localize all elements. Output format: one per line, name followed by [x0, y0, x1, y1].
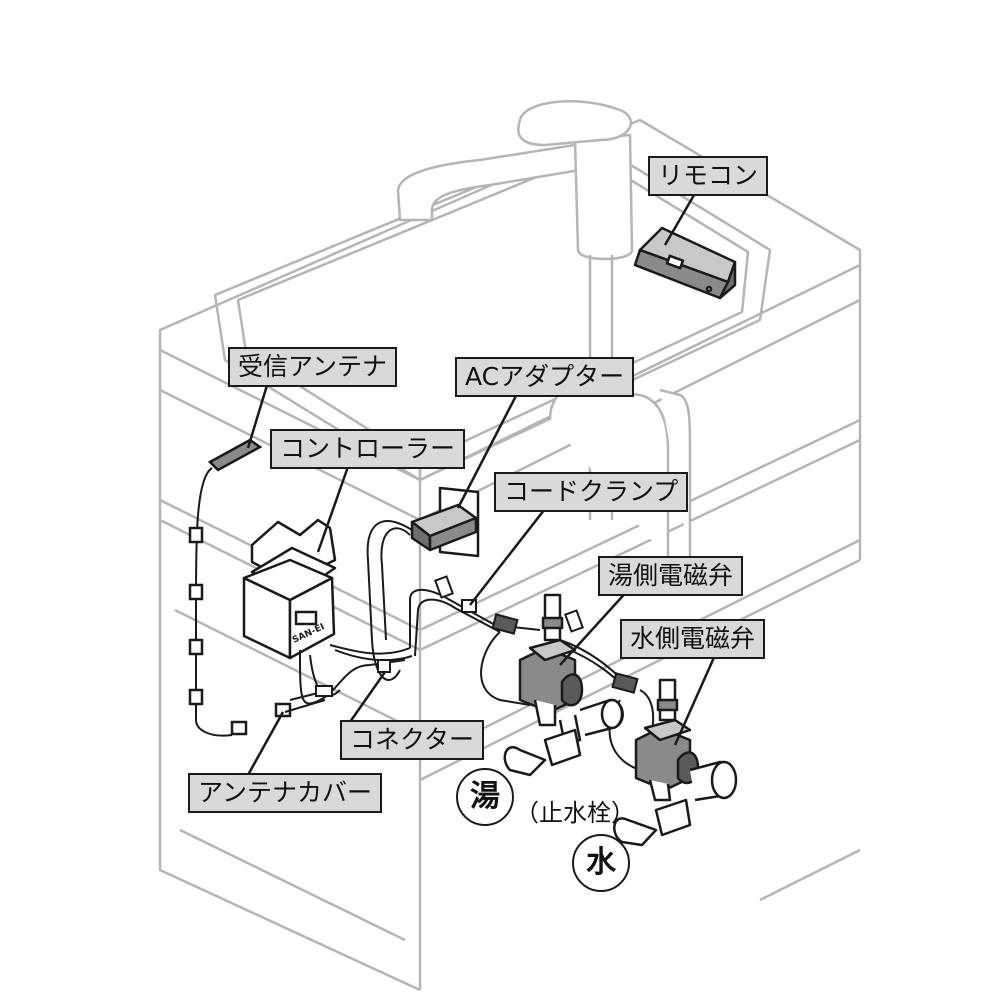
hot-water-mark: 湯	[456, 768, 514, 826]
cord-clamps	[315, 575, 584, 697]
stop-valves	[503, 698, 738, 847]
label-ac-adapter: ACアダプター	[455, 357, 635, 397]
remote-control-device	[633, 226, 737, 300]
label-antenna-cover: アンテナカバー	[188, 773, 383, 813]
label-remote: リモコン	[648, 156, 769, 196]
controller-device: SAN-EI	[242, 518, 337, 660]
label-cold-side-valve: 水側電磁弁	[620, 619, 766, 659]
label-connector: コネクター	[340, 720, 485, 760]
ac-adapter-device	[366, 486, 480, 681]
label-receiver-antenna: 受信アンテナ	[228, 347, 398, 387]
label-controller: コントローラー	[270, 429, 466, 469]
label-hot-side-valve: 湯側電磁弁	[598, 556, 744, 596]
cold-water-mark: 水	[572, 834, 630, 892]
connector-plugs	[491, 613, 639, 694]
label-cord-clamp: コードクランプ	[494, 472, 689, 512]
label-stop-valve: （止水栓）	[515, 799, 635, 827]
